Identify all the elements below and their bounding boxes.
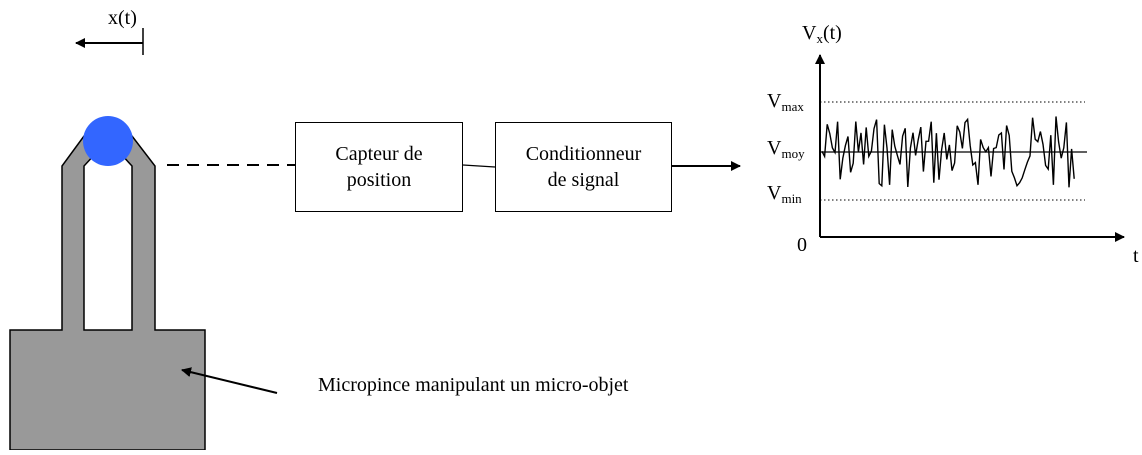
sensor-label-line2: position [346, 169, 412, 191]
block-connector [462, 164, 496, 168]
vmin-label: Vmin [767, 182, 802, 206]
vmoy-label: Vmoy [767, 137, 805, 161]
origin-label: 0 [797, 234, 807, 256]
conditioner-label-line1: Conditionneur [525, 143, 642, 165]
position-sensor-block: Capteur de position [295, 122, 463, 212]
signal-conditioner-block: Conditionneur de signal [495, 122, 672, 212]
displacement-label: x(t) [108, 7, 137, 29]
gripper-caption: Micropince manipulant un micro-objet [318, 374, 629, 396]
y-axis-label: Vx(t) [802, 22, 842, 46]
sensor-label-line1: Capteur de [335, 143, 423, 165]
caption-pointer [181, 367, 278, 394]
conditioner-label-line2: de signal [547, 169, 620, 191]
vmax-label: Vmax [767, 90, 804, 114]
micro-object [83, 116, 133, 166]
microgripper [9, 135, 206, 451]
x-axis-label: t [1133, 245, 1139, 267]
noise-signal [821, 116, 1075, 188]
